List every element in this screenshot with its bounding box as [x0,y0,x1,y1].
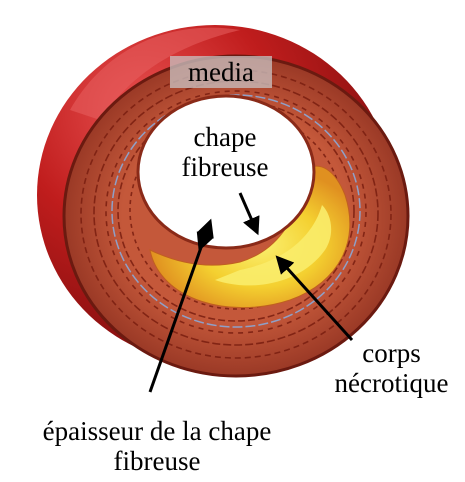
label-corps-necrotique: corps nécrotique [318,338,465,398]
label-epaisseur-line1: épaisseur de la chape [0,416,314,446]
label-epaisseur-line2: fibreuse [0,446,314,476]
label-media: media [170,56,272,88]
label-epaisseur-chape: épaisseur de la chape fibreuse [0,416,314,476]
label-corps-line1: corps [318,338,465,368]
label-chape-line2: fibreuse [150,152,300,182]
label-chape-fibreuse: chape fibreuse [150,122,300,182]
label-chape-line1: chape [150,122,300,152]
label-corps-line2: nécrotique [318,368,465,398]
